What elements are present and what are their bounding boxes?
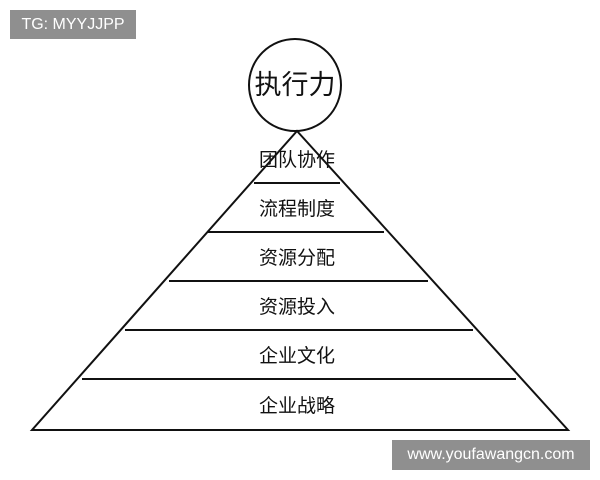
level-label-corporate-culture: 企业文化 <box>259 345 335 367</box>
apex-circle <box>248 38 342 132</box>
level-label-corporate-strategy: 企业战略 <box>259 395 335 417</box>
watermark-top: TG: MYYJJPP <box>10 10 136 39</box>
level-label-process-system: 流程制度 <box>259 198 335 220</box>
watermark-bottom: www.youfawangcn.com <box>392 440 590 470</box>
level-label-team-collaboration: 团队协作 <box>259 149 335 171</box>
apex-label: 执行力 <box>255 70 336 101</box>
level-label-resource-allocation: 资源分配 <box>259 247 335 269</box>
level-label-resource-investment: 资源投入 <box>259 296 335 318</box>
